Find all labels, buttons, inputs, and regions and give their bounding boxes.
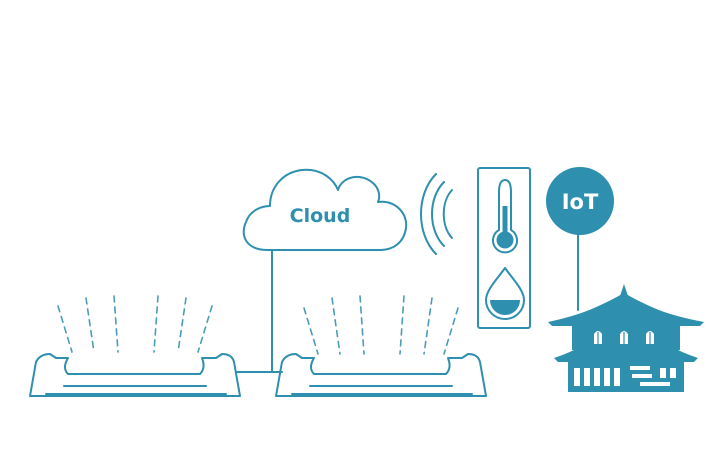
temple-icon — [548, 284, 704, 392]
sprinkler-right — [275, 295, 487, 397]
thermometer-icon — [492, 179, 518, 254]
iot-badge: IoT — [546, 167, 614, 235]
water-spray-right — [303, 295, 459, 355]
sensor-panel — [477, 167, 531, 329]
cloud-icon: Cloud — [242, 168, 408, 251]
cloud-label: Cloud — [290, 205, 351, 227]
connection-lines — [235, 231, 579, 373]
iot-label: IoT — [562, 190, 599, 214]
water-spray-left — [57, 295, 213, 353]
wireless-signal-icon — [420, 173, 453, 255]
humidity-drop-icon — [485, 267, 525, 320]
sprinkler-left — [29, 295, 241, 397]
